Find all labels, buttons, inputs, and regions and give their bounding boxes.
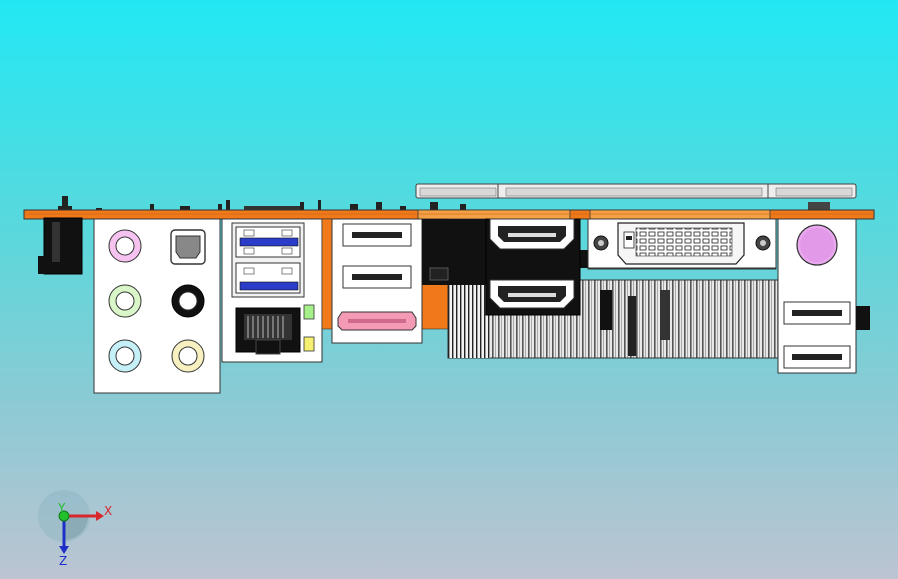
hdmi-port-top — [489, 218, 575, 250]
y-axis-dot — [58, 510, 70, 522]
x-axis-label: X — [104, 504, 112, 518]
hdmi-port-bottom — [489, 279, 575, 309]
audio-jack-yellow — [171, 339, 205, 373]
dc-jack — [38, 217, 83, 275]
optical-spdif-port — [170, 229, 206, 265]
usb2-port-right-top — [783, 301, 851, 325]
esata-port — [337, 311, 417, 331]
usb2-esata-block — [331, 218, 423, 344]
ps2-usb-block — [777, 218, 870, 374]
dvi-port — [587, 218, 777, 270]
usb2-port-top — [342, 223, 412, 247]
ps2-port — [796, 224, 838, 266]
audio-jack-black — [171, 284, 205, 318]
usb2-port-bottom — [342, 265, 412, 289]
audio-jack-pink — [108, 229, 142, 263]
usb3-port-bottom — [235, 262, 301, 294]
lan-led-yellow — [303, 336, 315, 352]
board-components — [58, 196, 830, 212]
usb-lan-block — [221, 218, 323, 363]
board-edge-clip — [856, 306, 870, 330]
audio-jack-green — [108, 284, 142, 318]
usb2-port-right-bottom — [783, 345, 851, 369]
pcb-board — [23, 209, 875, 220]
orientation-triad: X Y Z — [38, 490, 112, 568]
lan-led-green — [303, 304, 315, 320]
ethernet-port — [235, 307, 301, 355]
y-axis-label: Y — [57, 501, 66, 515]
audio-jack-blue — [108, 339, 142, 373]
z-axis-label: Z — [59, 554, 67, 568]
usb3-port-top — [235, 226, 301, 258]
heatsink-top — [415, 183, 857, 199]
hdmi-stack — [485, 218, 581, 316]
audio-jack-block — [93, 218, 221, 394]
pcb-backing — [321, 218, 333, 330]
